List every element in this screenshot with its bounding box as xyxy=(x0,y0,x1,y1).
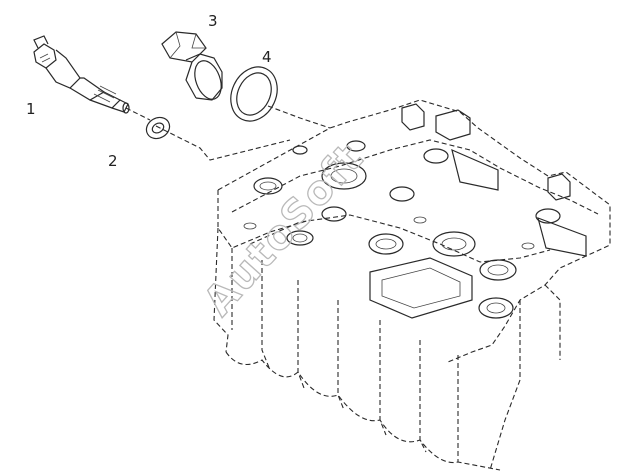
callout-4: 4 xyxy=(262,48,272,66)
callout-2: 2 xyxy=(108,152,118,170)
plug-part-3 xyxy=(161,31,223,101)
washer-part-2 xyxy=(145,116,171,140)
seal-ring-part-4 xyxy=(230,66,278,122)
assembly-lines xyxy=(125,105,331,161)
cylinder-head-drawing xyxy=(213,99,611,471)
callout-3: 3 xyxy=(208,12,218,30)
sensor-part-1 xyxy=(33,35,130,114)
watermark-text: AutoSoft xyxy=(195,134,373,324)
callout-1: 1 xyxy=(26,100,36,118)
